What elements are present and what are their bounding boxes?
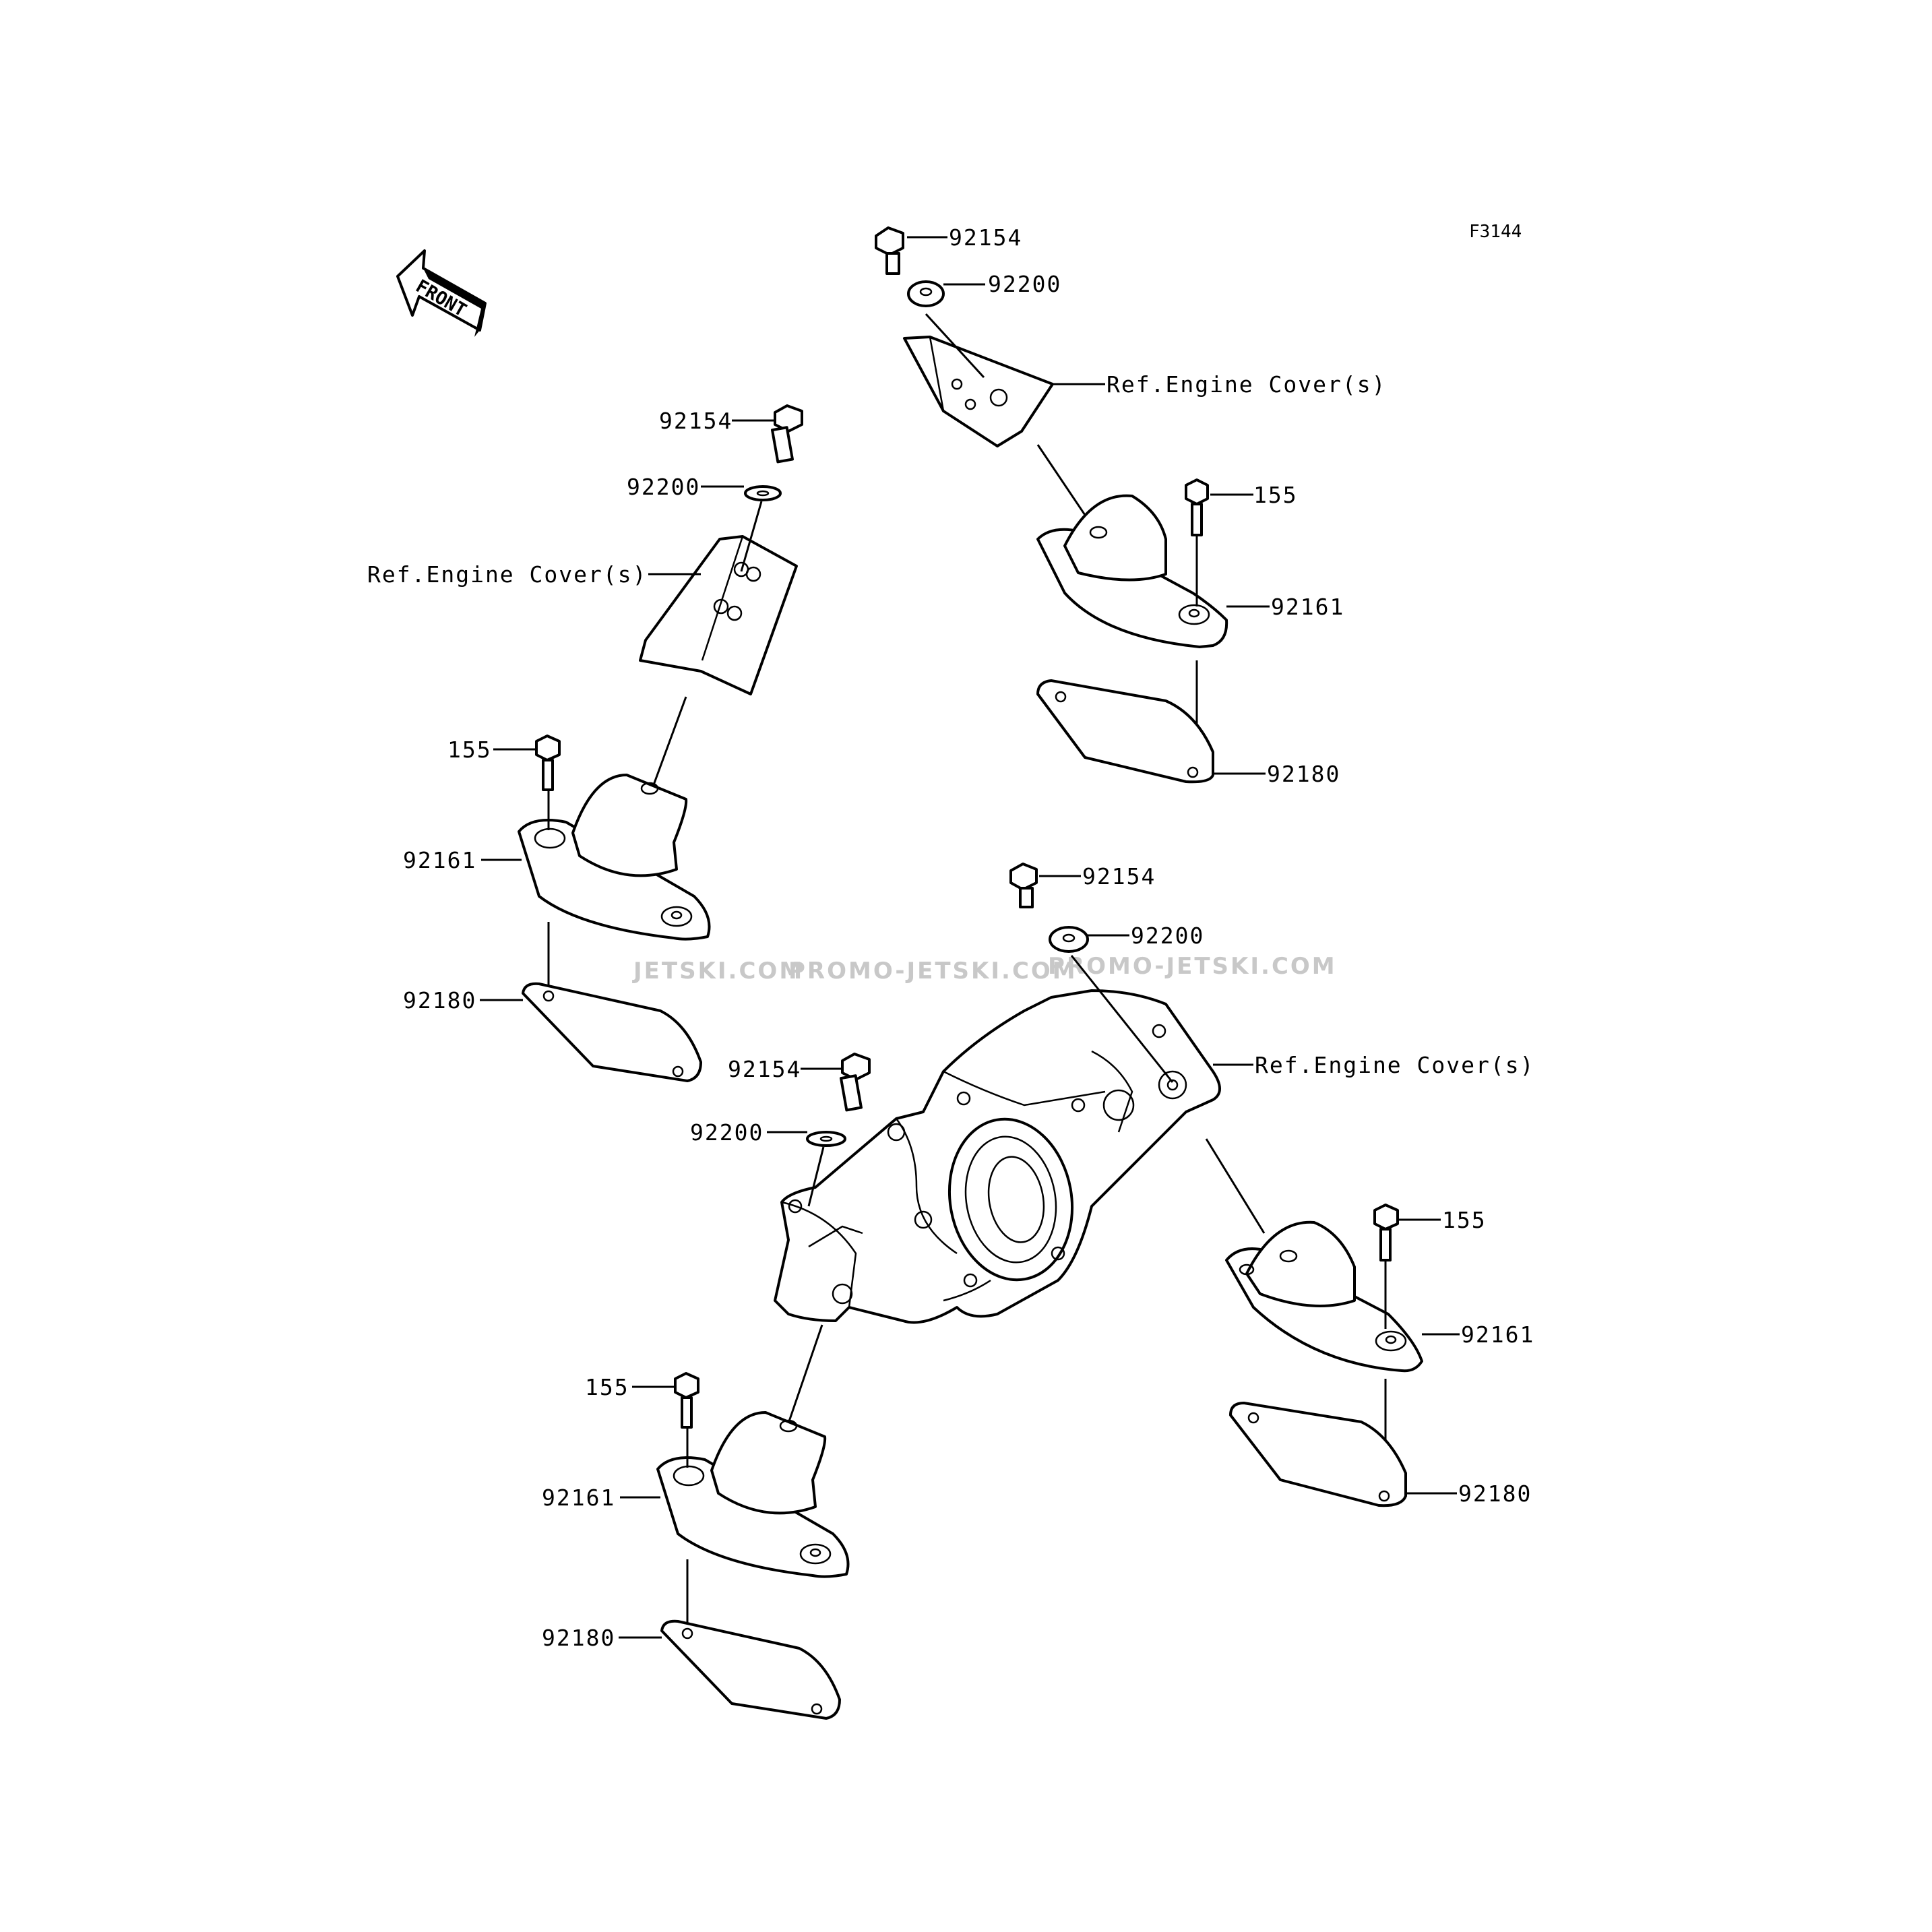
bolt-155-top-left (535, 735, 561, 791)
engine-cover (774, 989, 1221, 1324)
mount-92161-bottom-left (656, 1411, 850, 1578)
bolt-92154-center-top (1009, 863, 1038, 908)
bolt-155-top-right (1185, 478, 1209, 536)
plate-92180-bottom-left (660, 1619, 841, 1720)
label-ref-engine-cover-top-left: Ref.Engine Cover(s) (367, 561, 648, 588)
label-92161-top-left: 92161 (403, 847, 476, 873)
label-92154-center-top: 92154 (1082, 863, 1156, 890)
washer-92200-center-top (1049, 926, 1089, 953)
label-92200-center-left: 92200 (690, 1119, 764, 1146)
diagram-code: F3144 (1469, 222, 1522, 242)
label-92180-bottom-right: 92180 (1458, 1481, 1532, 1507)
mount-92161-top-right (1036, 494, 1228, 648)
watermark-1: JETSKI.COM (632, 958, 804, 985)
label-92180-bottom-left: 92180 (542, 1625, 615, 1651)
label-92200-center-top: 92200 (1131, 923, 1204, 949)
label-ref-engine-cover-center: Ref.Engine Cover(s) (1255, 1052, 1535, 1078)
label-ref-engine-cover-top-right: Ref.Engine Cover(s) (1107, 371, 1387, 398)
mount-92161-bottom-right (1225, 1220, 1423, 1373)
mount-92161-top-left (518, 774, 711, 941)
label-92180-top-right: 92180 (1267, 761, 1340, 787)
label-155-bottom-left: 155 (585, 1374, 629, 1400)
label-155-bottom-right: 155 (1442, 1207, 1487, 1233)
front-arrow-icon: FRONT (396, 249, 487, 337)
label-92180-top-left: 92180 (403, 987, 476, 1014)
label-92161-bottom-right: 92161 (1461, 1321, 1534, 1348)
bolt-92154-top-left (770, 404, 803, 464)
label-92154-center-left: 92154 (728, 1056, 801, 1082)
bracket-top-left (639, 535, 798, 695)
plate-92180-top-left (522, 982, 702, 1082)
label-155-top-left: 155 (447, 737, 492, 763)
label-92161-bottom-left: 92161 (542, 1485, 615, 1511)
bolt-155-bottom-left (674, 1372, 699, 1429)
label-92200-top-right: 92200 (988, 271, 1061, 297)
plate-92180-top-right (1036, 679, 1214, 784)
label-92154-top-left: 92154 (659, 408, 733, 434)
watermark-3: PROMO-JETSKI.COM (1048, 953, 1337, 980)
washer-92200-center-left (806, 1131, 846, 1147)
washer-92200-top-right (907, 280, 945, 307)
washer-92200-top-left (744, 485, 782, 501)
plate-92180-bottom-right (1229, 1402, 1407, 1507)
bolt-92154-top-right (875, 226, 904, 275)
bracket-top-right (903, 336, 1054, 447)
watermark-2: PROMO-JETSKI.COM (788, 958, 1078, 985)
label-155-top-right: 155 (1253, 482, 1298, 508)
label-92161-top-right: 92161 (1271, 594, 1344, 620)
bolt-155-bottom-right (1373, 1204, 1399, 1261)
bolt-92154-center-left (839, 1053, 871, 1112)
label-92154-top-right: 92154 (949, 224, 1022, 251)
label-92200-top-left: 92200 (627, 474, 700, 500)
